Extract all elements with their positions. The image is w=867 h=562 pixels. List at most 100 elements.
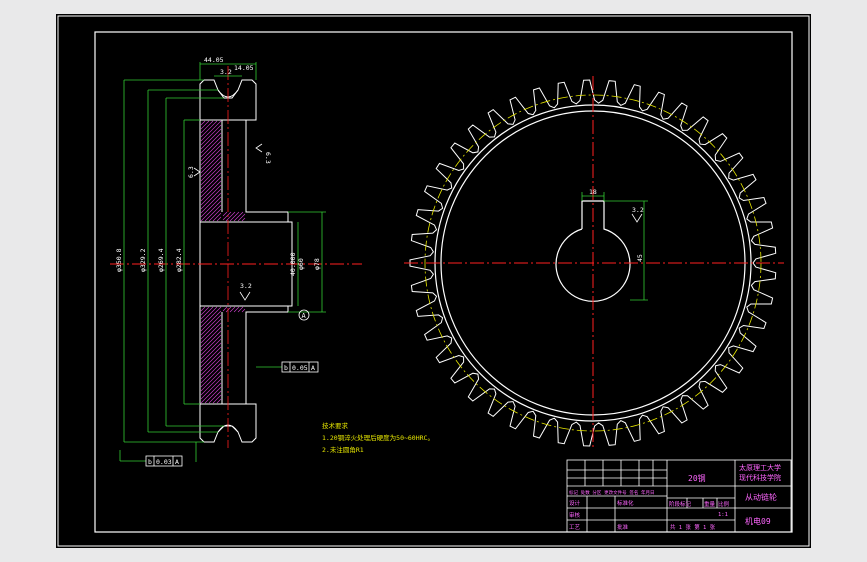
title-process-label: 工艺 bbox=[569, 524, 581, 531]
dim-bore: φ60 bbox=[297, 258, 305, 270]
hatch-line bbox=[225, 211, 236, 222]
datum-label: A bbox=[302, 312, 307, 320]
hatch-line bbox=[200, 176, 222, 198]
drawing-background bbox=[56, 14, 811, 548]
title-change-row: 标记 处数 分区 更改文件号 签名 年月日 bbox=[569, 489, 655, 496]
hatch-line bbox=[200, 306, 222, 328]
hatch-line bbox=[229, 211, 240, 222]
title-approve-label: 批准 bbox=[617, 523, 629, 531]
hatch-line bbox=[204, 386, 222, 404]
hatch-line bbox=[200, 128, 222, 150]
hatch-line bbox=[216, 398, 222, 404]
hatch-line bbox=[200, 120, 222, 142]
title-review-label: 审核 bbox=[569, 511, 581, 519]
outer-frame bbox=[57, 15, 810, 547]
hatch-line bbox=[200, 120, 214, 134]
section-hatching bbox=[200, 120, 246, 404]
hatch-line bbox=[200, 164, 222, 186]
dim-d4: φ282.4 bbox=[175, 248, 183, 272]
hatch-line bbox=[200, 184, 222, 206]
hatch-line bbox=[200, 152, 222, 174]
hatch-line bbox=[200, 318, 222, 340]
title-scale-label: 比例 bbox=[718, 500, 730, 508]
hatch-line bbox=[200, 306, 210, 316]
dim-d2: φ329.2 bbox=[139, 248, 147, 272]
roughness-symbol-2 bbox=[239, 291, 251, 301]
hatch-line bbox=[200, 370, 222, 392]
hatch-line bbox=[200, 374, 222, 396]
hatch-line bbox=[200, 120, 218, 138]
runout-1-symbol: b bbox=[284, 364, 288, 372]
hatch-line bbox=[200, 180, 222, 202]
title-school-1: 太原理工大学 bbox=[739, 463, 781, 472]
hatch-line bbox=[200, 144, 222, 166]
hatch-line bbox=[237, 213, 246, 222]
hatch-line bbox=[200, 120, 210, 130]
hatch-line bbox=[200, 124, 222, 146]
hatch-line bbox=[200, 200, 222, 222]
hatch-line bbox=[200, 306, 214, 320]
hatch-line bbox=[200, 136, 222, 158]
hatch-line bbox=[200, 350, 222, 372]
bore-with-keyway bbox=[555, 200, 631, 302]
title-design-label: 设计 bbox=[569, 499, 581, 507]
hatch-line bbox=[200, 338, 222, 360]
runout-1-ref: A bbox=[311, 364, 315, 372]
hatch-line bbox=[200, 362, 222, 384]
title-block bbox=[566, 459, 792, 533]
notes-line-2: 2.未注圆角R1 bbox=[322, 445, 364, 454]
roughness-value-3: 6.3 bbox=[264, 152, 272, 164]
title-sheet-info: 共 1 张 第 1 张 bbox=[670, 523, 716, 531]
notes-heading: 技术要求 bbox=[322, 421, 349, 430]
hatch-line bbox=[222, 211, 228, 217]
dim-d1: φ350.8 bbox=[115, 248, 123, 272]
hatch-line bbox=[200, 334, 222, 356]
dim-bore-tol: 40.000 bbox=[289, 252, 297, 276]
hatch-line bbox=[200, 196, 222, 218]
dim-groove: 3.2 bbox=[220, 68, 232, 76]
roughness-symbol-1 bbox=[193, 167, 201, 177]
hatch-line bbox=[216, 216, 222, 222]
hatch-line bbox=[200, 156, 222, 178]
runout-2-ref: A bbox=[175, 458, 179, 466]
hatch-line bbox=[200, 192, 222, 214]
hatch-line bbox=[200, 326, 222, 348]
roughness-symbol-keyway bbox=[631, 213, 643, 223]
title-part-name: 从动链轮 bbox=[745, 492, 777, 502]
hatch-line bbox=[204, 204, 222, 222]
hatch-line bbox=[200, 330, 222, 352]
runout-2-value: 0.03 bbox=[156, 458, 172, 466]
dim-keyway-width: 18 bbox=[589, 188, 597, 196]
datum-circle bbox=[298, 309, 310, 321]
hatch-line bbox=[222, 306, 228, 312]
hatch-line bbox=[222, 211, 232, 221]
side-section-view: 44.05 3.2 14.05 φ350.8 φ329.2 φ269.4 φ28… bbox=[110, 56, 362, 467]
hatch-line bbox=[237, 306, 244, 313]
dim-keyway-depth: 45 bbox=[636, 254, 644, 262]
title-scale-value: 1:1 bbox=[718, 512, 728, 518]
title-std-label: 标准化 bbox=[617, 499, 634, 507]
roughness-symbol-3 bbox=[255, 143, 263, 153]
hatch-line bbox=[212, 212, 222, 222]
hatch-line bbox=[212, 394, 222, 404]
hatch-line bbox=[200, 160, 222, 182]
hatch-line bbox=[200, 366, 222, 388]
hatch-line bbox=[229, 306, 236, 313]
roughness-value-1: 6.3 bbox=[187, 166, 195, 178]
title-drawing-no: 机电09 bbox=[745, 516, 771, 526]
dim-top-width: 44.05 bbox=[204, 56, 224, 64]
hatch-line bbox=[200, 120, 206, 126]
hatch-line bbox=[200, 148, 222, 170]
hatch-line bbox=[200, 132, 222, 154]
hatch-line bbox=[200, 346, 222, 368]
roughness-value-2: 3.2 bbox=[240, 282, 252, 290]
hatch-line bbox=[200, 378, 222, 400]
hatch-line bbox=[200, 322, 222, 344]
hatch-line bbox=[200, 342, 222, 364]
hatch-line bbox=[200, 310, 222, 332]
hatch-line bbox=[208, 390, 222, 404]
title-weight-label: 重量 bbox=[704, 500, 716, 508]
hatch-line bbox=[200, 354, 222, 376]
hatch-line bbox=[200, 140, 222, 162]
